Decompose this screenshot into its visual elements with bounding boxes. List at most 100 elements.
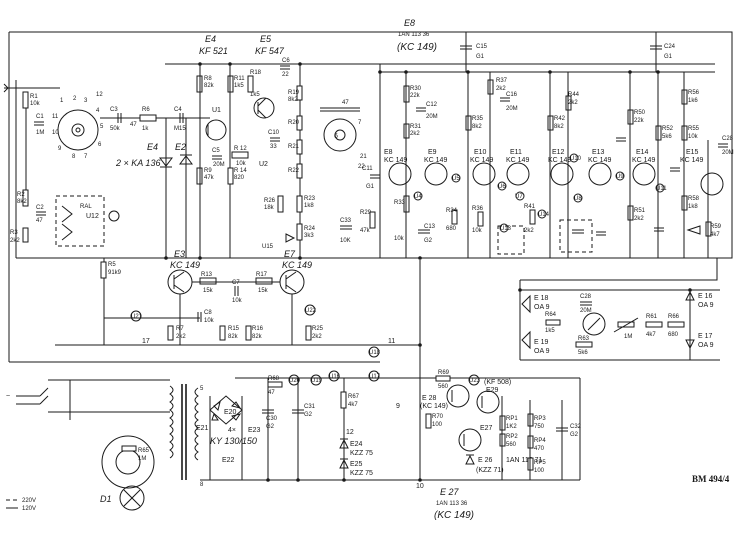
e4-transistor xyxy=(205,119,227,141)
r42-value: 8k2 xyxy=(554,124,564,130)
c13-value: G2 xyxy=(424,238,433,244)
r56-label: R56 xyxy=(688,90,700,96)
pin-7: 7 xyxy=(84,154,88,160)
c10-label: C10 xyxy=(268,130,280,136)
r5-value: 91k9 xyxy=(108,270,122,276)
pin-3: 3 xyxy=(84,98,88,104)
r2-label: R2 xyxy=(17,192,25,198)
e13-label: E13 xyxy=(592,149,605,156)
e7-label: E7 xyxy=(284,249,296,259)
c2-val-inline: 47 xyxy=(130,122,137,128)
c-osc-label: 47 xyxy=(342,100,349,106)
node-u22: U22 xyxy=(305,308,317,314)
e26-type: 1AN 112 71 xyxy=(506,457,543,464)
r8-label: R8 xyxy=(204,76,212,82)
node-u2: U2 xyxy=(259,161,268,168)
r65-value: 1M xyxy=(138,456,146,462)
r22-label: R22 xyxy=(288,168,300,174)
e25-type: KZZ 75 xyxy=(350,470,373,477)
r12-resistor xyxy=(231,151,249,159)
r2-resistor xyxy=(22,189,29,207)
c28-label: C28 xyxy=(722,136,734,142)
e21-label: E21 xyxy=(196,425,209,432)
r20-label: R20 xyxy=(288,120,300,126)
r51-label: R51 xyxy=(634,208,646,214)
r37-label: R37 xyxy=(496,78,508,84)
c31-label: C31 xyxy=(304,404,316,410)
c28-value: 20M xyxy=(722,150,734,156)
r26-value: 18k xyxy=(264,205,275,211)
pin-12: 12 xyxy=(96,92,103,98)
pin-2: 2 xyxy=(73,96,77,102)
r9-label: R9 xyxy=(204,168,212,174)
r6-label: R6 xyxy=(142,107,150,113)
tp-u17: U17 xyxy=(369,374,381,380)
r18-value: 1k5 xyxy=(250,92,260,98)
r30-label: R30 xyxy=(410,86,422,92)
pin-8: 8 xyxy=(72,154,76,160)
r5-label: R5 xyxy=(108,262,116,268)
rp4-label: RP4 xyxy=(534,438,546,444)
c7-label: C7 xyxy=(232,280,240,286)
e25-label: E25 xyxy=(350,461,363,468)
r21-resistor xyxy=(296,139,303,155)
pin-11: 11 xyxy=(52,114,59,120)
c30-value: G2 xyxy=(266,424,275,430)
voltage-selector[interactable] xyxy=(101,435,155,489)
coil-switch xyxy=(323,118,357,152)
band-switch xyxy=(57,109,99,151)
r63-label: R63 xyxy=(578,336,590,342)
r29-label: R29 xyxy=(360,210,372,216)
r55-label: R55 xyxy=(688,126,700,132)
r11-value: 1k5 xyxy=(234,83,244,89)
r41-value: 2k2 xyxy=(524,228,534,234)
e27-type: (KC 149) xyxy=(434,510,474,521)
r14-label: R 14 xyxy=(234,168,247,174)
e5-type: KF 547 xyxy=(255,46,285,56)
r51-value: 2k2 xyxy=(634,216,644,222)
e28-label: E 28 xyxy=(422,395,437,402)
r63-value: 5k6 xyxy=(578,350,588,356)
r26-resistor xyxy=(277,195,284,213)
r12-label: R 12 xyxy=(234,146,247,152)
r6-value: 1k xyxy=(142,126,149,132)
c24-value: G1 xyxy=(664,54,673,60)
r69-label: R69 xyxy=(438,370,450,376)
r35-label: R35 xyxy=(472,116,484,122)
e24-label: E24 xyxy=(350,441,363,448)
e12-transistor xyxy=(550,162,574,186)
e3-transistor xyxy=(167,269,193,295)
if-filter xyxy=(497,225,525,255)
e4-name: E4 xyxy=(205,34,216,44)
c11-value: G1 xyxy=(366,184,375,190)
coil-center: 6 xyxy=(334,133,338,140)
r21-label: R21 xyxy=(288,144,300,150)
r3-resistor xyxy=(22,227,29,243)
e27-name: E 27 xyxy=(440,487,460,497)
r29-resistor xyxy=(369,211,376,229)
r64-label: R64 xyxy=(545,312,557,318)
e4-type: KF 521 xyxy=(199,46,228,56)
mains-120: 120V xyxy=(22,506,36,512)
node-12: 12 xyxy=(346,429,354,436)
d1-fuse xyxy=(119,485,145,511)
r16-resistor xyxy=(245,325,252,341)
r8-value: 82k xyxy=(204,83,215,89)
e29-label: E29 xyxy=(486,387,499,394)
e2-diode-label: E2 xyxy=(175,142,186,152)
r67-label: R67 xyxy=(348,394,360,400)
c30-label: C30 xyxy=(266,416,278,422)
e19-type: OA 9 xyxy=(534,348,550,355)
e10-label: E10 xyxy=(474,149,487,156)
r13-value: 15k xyxy=(203,288,214,294)
e18-label: E 18 xyxy=(534,295,549,302)
pin-6: 6 xyxy=(98,142,102,148)
r11-label: R11 xyxy=(234,76,245,82)
e8-transistor xyxy=(388,162,412,186)
r7-resistor xyxy=(167,325,174,341)
e16-label: E 16 xyxy=(698,293,713,300)
c11-label: C11 xyxy=(362,166,373,172)
r25-label: R25 xyxy=(312,326,324,332)
e8-code: 1AN 113 36 xyxy=(398,32,430,38)
r25-value: 2k2 xyxy=(312,334,322,340)
